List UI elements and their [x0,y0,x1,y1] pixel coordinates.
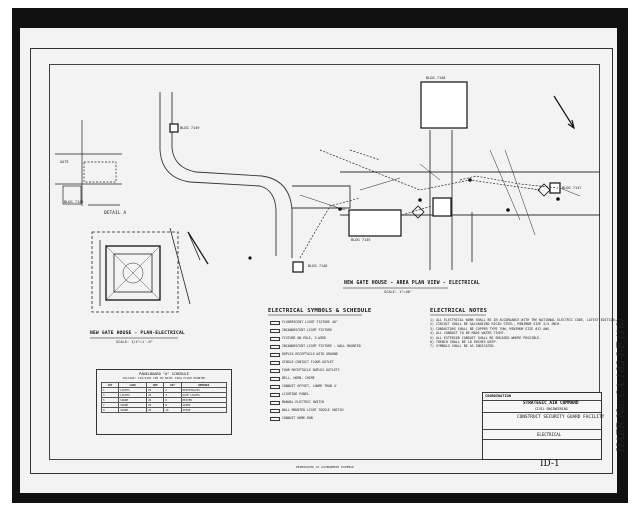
panelboard-schedule: PANELBOARD "A" SCHEDULE VOLTAGE: 120/240… [96,369,232,435]
divider [483,412,601,413]
building-label: BLDG 7145 [351,238,371,242]
symbol-item: FIXTURE ON POLE, 3-WIRE [268,334,428,342]
building-label: BLDG 7146 [308,264,328,268]
drawing-border [30,48,613,474]
table-cell: 9 [100,407,120,413]
footnote: REPRODUCED AT GOVERNMENT EXPENSE [296,465,354,469]
symbols-list: FLUORESCENT LIGHT FIXTURE 48" INCANDESCE… [268,318,428,422]
note-item: 1) ALL ELECTRICAL WORK SHALL BE IN ACCOR… [430,318,617,322]
symbol-item: DUPLEX RECEPTACLE WITH GROUND [268,350,428,358]
note-item: 4) ALL CONDUIT TO BE MADE WATER TIGHT. [430,331,506,336]
film-notch [12,490,44,503]
note-item: 7) SYMBOLS SHALL BE AS INDICATED. [430,344,496,349]
divider [483,429,601,430]
symbol-item: INCANDESCENT LIGHT FIXTURE [268,326,428,334]
note-item: 3) CONDUCTORS SHALL BE COPPER TYPE THW, … [430,326,552,331]
drawing-area [49,64,600,460]
org-name: STRATEGIC AIR COMMAND [523,401,579,406]
table-cell: SPARE [180,407,228,413]
title-block: COORDINATION STRATEGIC AIR COMMAND CIVIL… [482,392,605,460]
panel-subtitle: VOLTAGE: 120/240V 1PH 3W MAIN: 100A FLUS… [122,376,206,380]
symbol-item: WALL MOUNTED LIGHT TOGGLE SWITCH [268,406,428,414]
table-cell: 20 [146,407,165,413]
gate-house-plan-scale: SCALE: 1/4"=1'-0" [116,340,153,344]
project-title: CONSTRUCT SECURITY GUARD FACILITY [517,415,605,420]
panel-table: CKT LOAD AMP CKT REMARKS 1 LIGHTS 20 2 R… [100,382,228,413]
sheet-number: ID-1 [540,459,560,469]
area-plan-scale: SCALE: 1"=40' [384,290,413,294]
divider [483,439,601,440]
building-label: BLDG 7149 [180,126,200,130]
symbol-item: LIGHTING PANEL [268,390,428,398]
film-notch [586,8,616,26]
area-plan-title: NEW GATE HOUSE - AREA PLAN VIEW - ELECTR… [344,281,480,286]
coordination-label: COORDINATION [485,394,511,398]
divider [483,400,601,401]
notes-heading: ELECTRICAL NOTES [430,308,488,314]
department: CIVIL ENGINEERING [535,407,568,411]
note-item: 6) TRENCH SHALL BE 18 INCHES DEEP. [430,340,498,345]
notes-list: 1) ALL ELECTRICAL WORK SHALL BE IN ACCOR… [430,318,617,349]
haer-side-label: HAER No. CA-183-I-F (16) [616,318,627,452]
symbol-item: SINGLE CONTACT FLOOR OUTLET [268,358,428,366]
table-cell: SPARE [118,407,148,413]
building-label: BLDG 7148 [426,76,446,80]
plan-label: GATE [60,160,69,164]
table-cell: 10 [163,407,182,413]
note-item: 2) CIRCUIT SHALL BE GALVANIZED RIGID STE… [430,322,562,327]
symbol-item: MANUAL ELECTRIC SWITCH [268,398,428,406]
table-row: 9 SPARE 20 10 SPARE [100,407,228,413]
plan-label: BLDG 7146 [64,200,84,204]
symbol-item: FLUORESCENT LIGHT FIXTURE 48" [268,318,428,326]
table-row: 1 LIGHTS 20 2 RECEPTACLES [100,387,228,393]
symbols-heading: ELECTRICAL SYMBOLS & SCHEDULE [268,308,372,314]
gate-house-plan-title: NEW GATE HOUSE - PLAN-ELECTRICAL [90,331,185,336]
symbol-item: FOUR RECEPTACLE DUPLEX OUTLETS [268,366,428,374]
building-label: BLDG 7147 [562,186,582,190]
symbol-item: CONDUIT OFFSET, LOWER THAN 4' [268,382,428,390]
detail-label: DETAIL A [104,211,127,216]
symbol-item: BELL, HORN, CHIME [268,374,428,382]
symbol-item: CONDUIT HOME-RUN [268,414,428,422]
panel-title: PANELBOARD "A" SCHEDULE [139,372,189,376]
symbol-item: INCANDESCENT LIGHT FIXTURE - WALL MOUNTE… [268,342,428,350]
note-item: 5) ALL EXTERIOR CONDUIT SHALL BE ENCASED… [430,335,542,340]
discipline: ELECTRICAL [537,432,562,437]
